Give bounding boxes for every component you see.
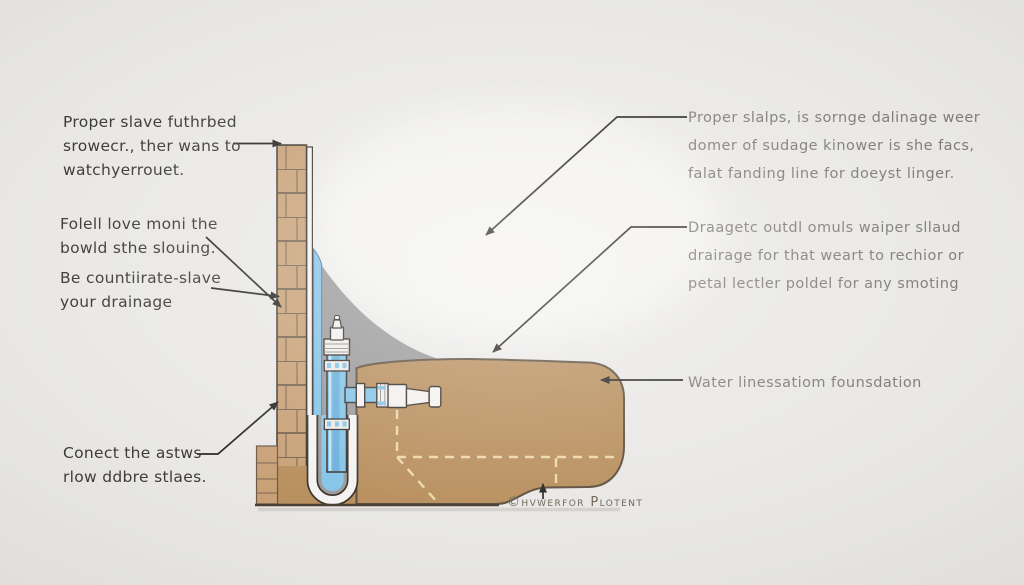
annotation-left-1: Proper slave futhrbed srowecr., ther wan… — [63, 113, 241, 179]
leader-arrow-left-3 — [210, 287, 280, 300]
pipe-coupling-upper — [323, 359, 350, 372]
pipe-valve-cap — [323, 315, 351, 356]
diagram-caption: ©hvwerfor Plotent — [507, 495, 644, 510]
background-glow — [310, 105, 720, 345]
branch-end-flange — [428, 385, 442, 408]
annotation-right-2: Draagetc outdl omuls waiper sllaud drair… — [688, 220, 965, 292]
footing-block — [255, 445, 279, 505]
trap-inner-edge — [316, 415, 349, 496]
leader-arrow-left-4 — [197, 401, 279, 455]
leader-arrow-right-1 — [485, 116, 687, 236]
riser-water-core — [332, 353, 340, 471]
annotation-left-3: Be countiirate-slave your drainage — [60, 269, 222, 311]
dashed-footing-lines — [395, 410, 620, 503]
annotation-left-4: Conect the astws rlow ddbre stlaes. — [63, 444, 207, 486]
branch-body — [387, 383, 408, 409]
annotation-right-1: Proper slalps, is sornge dalinage weer d… — [688, 110, 981, 182]
branch-wall-flange — [355, 382, 366, 408]
annotation-right-3: Water linessatiom founsdation — [688, 375, 922, 391]
branch-taper — [405, 387, 430, 407]
branch-pipe — [344, 382, 442, 409]
trap-inner-gray-ring — [318, 415, 347, 495]
trap-white-tube — [308, 415, 357, 505]
pipe-coupling-lower — [323, 418, 350, 431]
annotation-left-2: Folell love moni the bowld sthe slouing. — [60, 215, 218, 257]
riser-pipe — [323, 315, 351, 473]
leader-arrow-right-2 — [492, 226, 687, 353]
branch-coupling — [376, 382, 389, 408]
leader-lines — [197, 116, 687, 499]
ground-line — [255, 503, 620, 512]
